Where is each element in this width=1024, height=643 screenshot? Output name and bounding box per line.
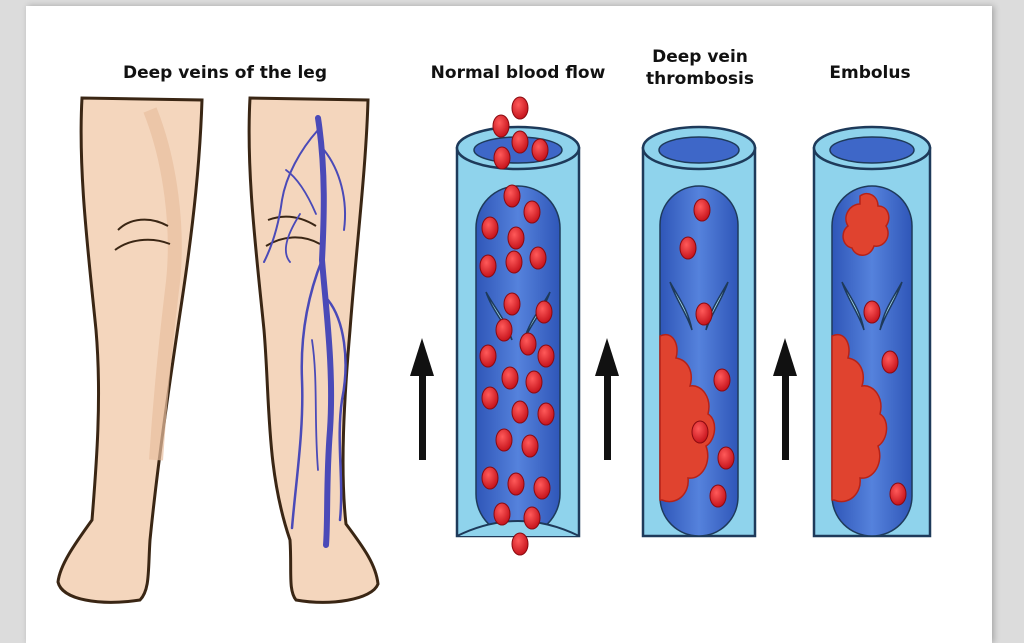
blood-cell-icon xyxy=(713,368,731,392)
blood-cell-icon xyxy=(481,216,499,240)
blood-cell-icon xyxy=(523,200,541,224)
blood-cell-icon xyxy=(507,226,525,250)
blood-cell-icon xyxy=(533,476,551,500)
clot-icon xyxy=(659,333,716,503)
blood-cell-icon xyxy=(691,420,709,444)
blood-cells xyxy=(479,96,907,556)
arrow-up-icon xyxy=(595,338,619,460)
blood-cell-icon xyxy=(695,302,713,326)
blood-cell-icon xyxy=(511,400,529,424)
blood-cell-icon xyxy=(492,114,510,138)
title-normal-blood-flow: Normal blood flow xyxy=(430,63,606,83)
arrow-up-icon xyxy=(773,338,797,460)
blood-cell-icon xyxy=(519,332,537,356)
blood-cell-icon xyxy=(881,350,899,374)
clot-icon xyxy=(842,192,890,256)
vein-valve-icon xyxy=(669,281,693,331)
blood-cell-icon xyxy=(479,254,497,278)
blood-cell-icon xyxy=(535,300,553,324)
blood-cell-icon xyxy=(511,532,529,556)
blood-cell-icon xyxy=(709,484,727,508)
blood-cell-icon xyxy=(503,292,521,316)
clot-icon xyxy=(831,333,888,503)
blood-cell-icon xyxy=(525,370,543,394)
vein-valve-icon xyxy=(485,291,513,341)
blood-cell-icon xyxy=(511,96,529,120)
vein-valve-icon xyxy=(879,281,903,331)
title-embolus: Embolus xyxy=(829,63,911,83)
vein-valve-icon xyxy=(841,281,865,331)
blood-cell-icon xyxy=(521,434,539,458)
title-deep-veins-of-the-leg: Deep veins of the leg xyxy=(122,63,328,83)
blood-cell-icon xyxy=(537,402,555,426)
blood-cell-icon xyxy=(507,472,525,496)
blood-cell-icon xyxy=(501,366,519,390)
blood-cell-icon xyxy=(531,138,549,162)
blood-cell-icon xyxy=(693,198,711,222)
vessel-embolus xyxy=(812,125,932,538)
blood-cell-icon xyxy=(493,146,511,170)
arrow-up-icon xyxy=(410,338,434,460)
blood-cell-icon xyxy=(523,506,541,530)
blood-cell-icon xyxy=(503,184,521,208)
blood-cell-icon xyxy=(679,236,697,260)
deep-veins xyxy=(263,115,347,548)
blood-cell-icon xyxy=(493,502,511,526)
vessel-dvt xyxy=(641,125,757,538)
blood-cell-icon xyxy=(505,250,523,274)
blood-cell-icon xyxy=(717,446,735,470)
blood-cell-icon xyxy=(537,344,555,368)
left-leg xyxy=(56,96,204,604)
blood-cell-icon xyxy=(479,344,497,368)
blood-cell-icon xyxy=(495,318,513,342)
title-deep-vein-thrombosis: Deep vein thrombosis xyxy=(646,47,754,89)
blood-cell-icon xyxy=(863,300,881,324)
blood-cell-icon xyxy=(511,130,529,154)
blood-cell-icon xyxy=(481,466,499,490)
blood-cell-icon xyxy=(495,428,513,452)
blood-cell-icon xyxy=(889,482,907,506)
blood-cell-icon xyxy=(481,386,499,410)
vein-valve-icon xyxy=(705,281,729,331)
blood-cell-icon xyxy=(529,246,547,270)
